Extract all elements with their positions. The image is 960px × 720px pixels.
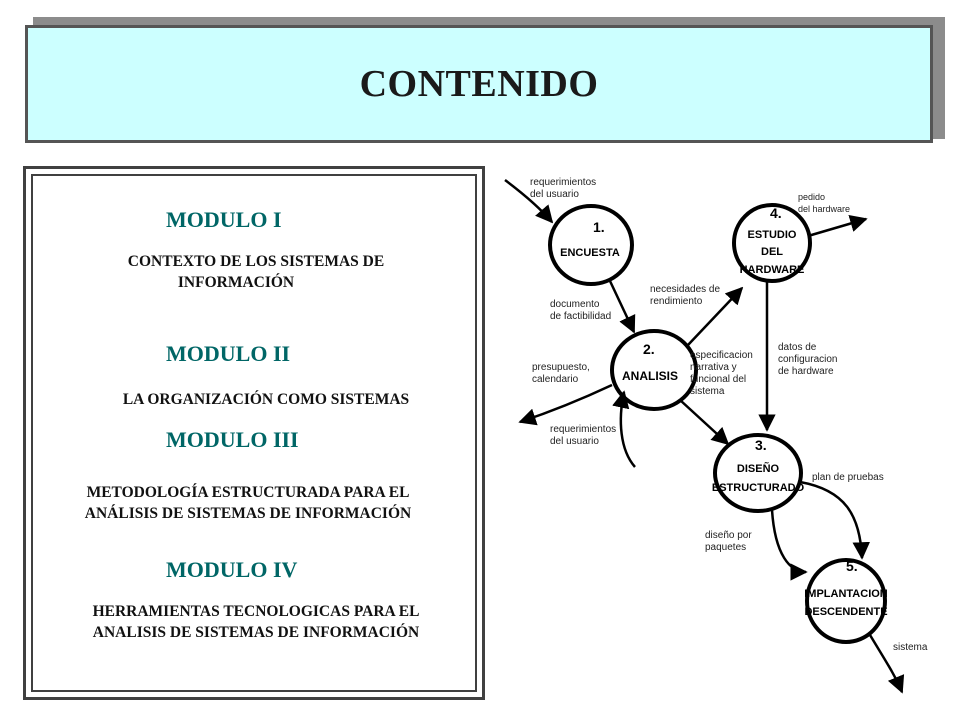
module-4-desc-line2: ANALISIS DE SISTEMAS DE INFORMACIÓN <box>92 624 420 641</box>
flow-doc-factibilidad-arrow <box>608 280 636 334</box>
module-2-desc-line1: LA ORGANIZACIÓN COMO SISTEMAS <box>122 391 410 408</box>
title-banner: CONTENIDO <box>25 25 933 143</box>
module-1-heading: MODULO I <box>166 207 282 232</box>
node-diseno-number: 3. <box>755 437 767 453</box>
modules-panel: MODULO I CONTEXTO DE LOS SISTEMAS DE INF… <box>23 166 485 700</box>
node-estudio-number: 4. <box>770 205 782 221</box>
node-implantacion-descendente: 5. IMPLANTACION DESCENDENTE <box>804 558 888 644</box>
node-diseno-estructurado: 3. DISEÑO ESTRUCTURADO <box>712 433 805 513</box>
flow-presupuesto-line1: presupuesto, <box>532 362 590 373</box>
module-2-description: LA ORGANIZACIÓN COMO SISTEMAS <box>66 389 466 410</box>
flow-especificacion-line2: narrativa y <box>690 362 737 373</box>
node-implantacion-label-line1: IMPLANTACION <box>804 588 888 600</box>
flow-req-usuario-loop-arrow <box>612 390 636 468</box>
flow-especificacion-arrow <box>679 399 730 446</box>
node-diseno-label-line1: DISEÑO <box>737 462 780 475</box>
flow-especificacion-line3: funcional del <box>690 374 746 385</box>
flow-pedido-hw-line2: del hardware <box>798 204 850 214</box>
flow-necesidades-line1: necesidades de <box>650 284 720 295</box>
module-4-heading: MODULO IV <box>166 557 298 582</box>
flow-plan-pruebas-label: plan de pruebas <box>812 472 884 483</box>
node-encuesta-number: 1. <box>593 219 605 235</box>
node-estudio-label-line1: ESTUDIO <box>748 229 797 241</box>
node-implantacion-number: 5. <box>846 558 858 574</box>
data-flow-diagram: 1. ENCUESTA 2. ANALISIS 3. DISEÑO ESTRUC… <box>504 177 928 694</box>
module-1-description: CONTEXTO DE LOS SISTEMAS DE INFORMACIÓN <box>66 251 446 293</box>
module-1-desc-line1: CONTEXTO DE LOS SISTEMAS DE <box>127 253 385 270</box>
module-4-description: HERRAMIENTAS TECNOLOGICAS PARA EL ANALIS… <box>46 601 466 643</box>
flow-doc-factibilidad-line2: de factibilidad <box>550 311 611 322</box>
module-3-desc-line1: METODOLOGÍA ESTRUCTURADA PARA EL <box>86 484 410 501</box>
flow-necesidades-arrow <box>687 286 744 346</box>
flow-datos-config-line3: de hardware <box>778 366 834 377</box>
node-analisis-number: 2. <box>643 341 655 357</box>
flow-req-usuario-in-line2: del usuario <box>530 189 579 200</box>
flow-diseno-paquetes-line2: paquetes <box>705 542 746 553</box>
flow-req-usuario-loop-line2: del usuario <box>550 436 599 447</box>
flow-presupuesto-arrow <box>518 383 613 426</box>
flow-datos-config-line2: configuracion <box>778 354 837 365</box>
flow-datos-config-line1: datos de <box>778 342 817 353</box>
flow-req-usuario-loop-line1: requerimientos <box>550 424 616 435</box>
flow-necesidades-line2: rendimiento <box>650 296 703 307</box>
module-3-desc-line2: ANÁLISIS DE SISTEMAS DE INFORMACIÓN <box>84 505 412 522</box>
node-analisis-label: ANALISIS <box>622 369 678 383</box>
node-analisis: 2. ANALISIS <box>610 329 698 411</box>
modules-panel-inner <box>31 174 477 692</box>
node-estudio-label-line2: DEL <box>761 246 783 258</box>
flow-pedido-hw-line1: pedido <box>798 192 825 202</box>
page-title: CONTENIDO <box>359 63 599 105</box>
node-encuesta: 1. ENCUESTA <box>548 204 634 286</box>
flow-doc-factibilidad-line1: documento <box>550 299 600 310</box>
flow-req-usuario-in-line1: requerimientos <box>530 177 596 188</box>
node-implantacion-label-line2: DESCENDENTE <box>804 606 887 618</box>
node-encuesta-label: ENCUESTA <box>560 247 620 259</box>
flow-pedido-hw-arrow <box>807 215 868 238</box>
flow-especificacion-line4: sistema <box>690 386 725 397</box>
flow-presupuesto-line2: calendario <box>532 374 579 385</box>
flow-sistema-label: sistema <box>893 642 928 653</box>
node-estudio-label-line3: HARDWARE <box>740 264 805 276</box>
flow-diseno-paquetes-arrow <box>770 509 808 581</box>
node-estudio-hardware: 4. ESTUDIO DEL HARDWARE <box>732 203 812 283</box>
flow-sistema-arrow <box>868 634 905 694</box>
module-3-description: METODOLOGÍA ESTRUCTURADA PARA EL ANÁLISI… <box>38 482 458 524</box>
flow-plan-pruebas-arrow <box>799 480 871 560</box>
flow-especificacion-line1: especificacion <box>690 350 753 361</box>
flow-req-usuario-in-arrow <box>504 179 554 224</box>
node-diseno-label-line2: ESTRUCTURADO <box>712 482 805 494</box>
module-3-heading: MODULO III <box>166 427 299 452</box>
module-2-heading: MODULO II <box>166 341 291 366</box>
module-4-desc-line1: HERRAMIENTAS TECNOLOGICAS PARA EL <box>92 603 420 620</box>
flow-diseno-paquetes-line1: diseño por <box>705 530 752 541</box>
module-1-desc-line2: INFORMACIÓN <box>177 274 295 291</box>
